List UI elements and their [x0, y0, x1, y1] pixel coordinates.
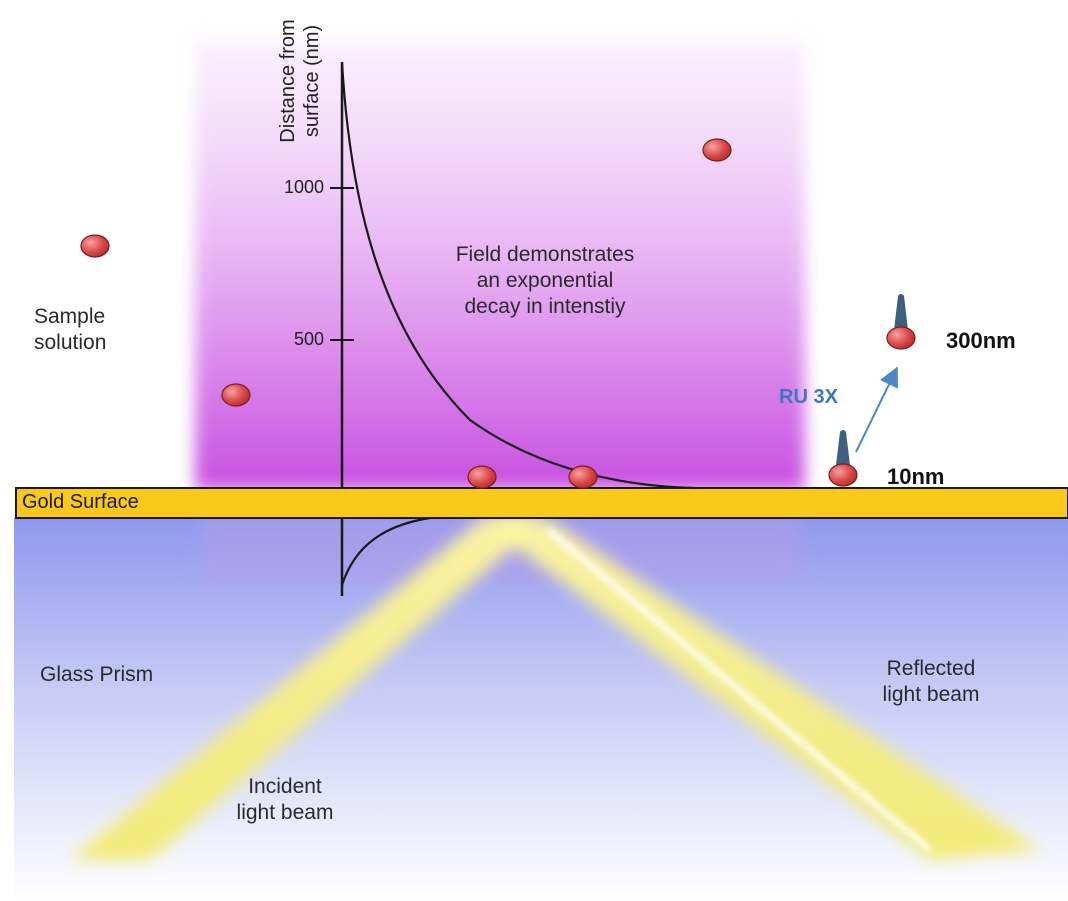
reflected-line2: light beam [882, 683, 980, 706]
incident-line1: Incident [248, 775, 322, 798]
glass-prism-label: Glass Prism [40, 663, 154, 686]
antibody-far [894, 294, 908, 330]
incident-beam-label: Incident light beam [205, 774, 365, 826]
molecule [80, 234, 110, 258]
sample-solution-line1: Sample [34, 305, 106, 328]
far-distance-label: 300nm [946, 328, 1016, 353]
tick-label-1000: 1000 [283, 177, 324, 197]
incident-line2: light beam [236, 801, 334, 824]
gold-surface-label: Gold Surface [22, 491, 139, 513]
axis-title-line2: surface (nm) [301, 24, 323, 138]
field-line2: an exponential [476, 269, 614, 292]
molecule [221, 383, 251, 407]
ru-label: RU 3X [779, 386, 838, 408]
decay-curve-lower [340, 516, 431, 586]
near-distance-label: 10nm [887, 464, 945, 489]
reflected-beam-core [545, 527, 933, 853]
molecule [467, 465, 497, 489]
molecule-bound-far [886, 326, 916, 350]
reflected-line1: Reflected [886, 657, 976, 680]
incident-light-beam [70, 520, 545, 860]
field-label: Field demonstrates an exponential decay … [420, 242, 670, 320]
field-line1: Field demonstrates [455, 243, 635, 266]
sample-solution-line2: solution [34, 331, 107, 354]
field-line3: decay in intenstiy [464, 295, 626, 318]
gold-surface [15, 487, 1068, 519]
reflected-beam-label: Reflected light beam [866, 656, 996, 708]
molecule [702, 138, 732, 162]
antibody-near [836, 430, 850, 465]
evanescent-field [195, 40, 805, 490]
distance-arrow [855, 366, 898, 453]
molecule-bound-near [828, 463, 858, 487]
axis-title-line1: Distance from [277, 19, 299, 143]
molecule [568, 465, 598, 489]
tick-label-500: 500 [293, 329, 324, 349]
sample-solution-label: Sample solution [34, 304, 106, 356]
axis-title: Distance from surface (nm) [276, 6, 328, 156]
decay-curve [340, 61, 696, 490]
reflected-light-beam [480, 520, 1040, 860]
